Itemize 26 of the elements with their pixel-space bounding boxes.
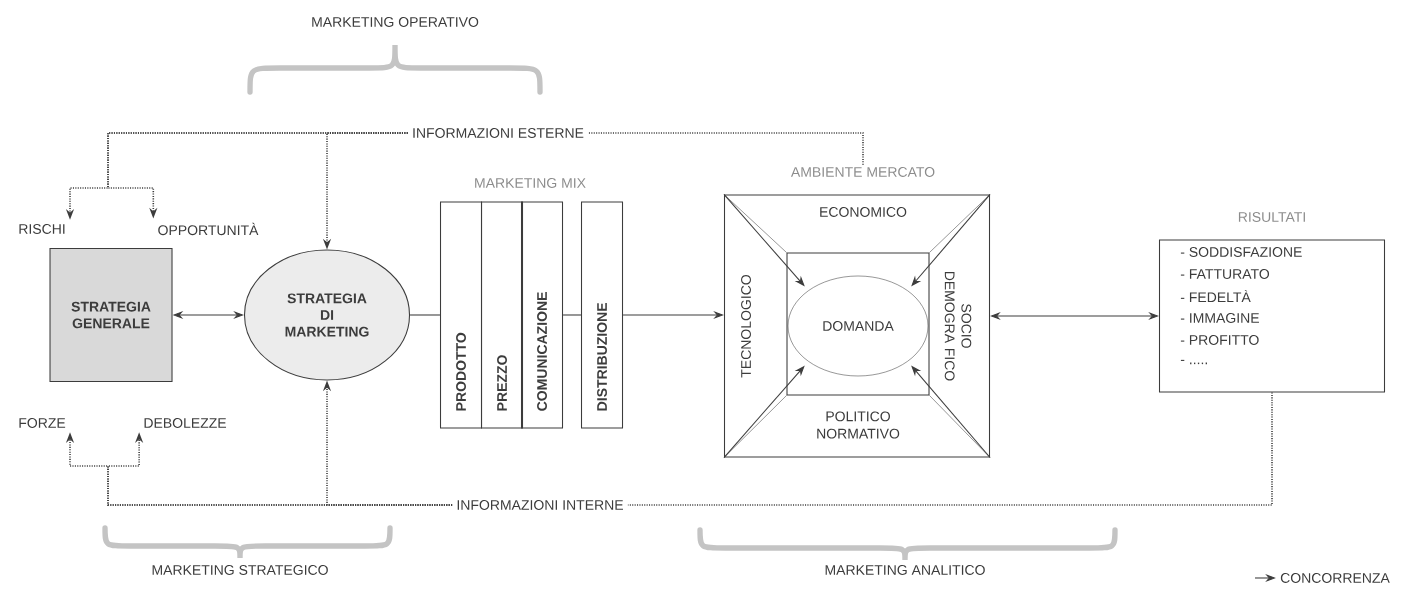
section-label: MARKETING OPERATIVO [312, 17, 479, 27]
node-text: FORZE [14, 414, 70, 432]
node-label: AMBIENTE MERCATO [790, 167, 935, 177]
node-text: CONCORRENZA [1276, 569, 1394, 587]
section-label: ECONOMICO [820, 207, 907, 217]
node-text: OPPORTUNITÀ [153, 218, 263, 240]
node-text: RISCHI [14, 220, 70, 238]
strategy-box: STRATEGIA GENERALE [49, 247, 173, 383]
inner-square [786, 252, 930, 396]
section-label: TECNOLOGICO [741, 274, 751, 378]
section-label: MARKETING STRATEGICO [152, 565, 328, 575]
mix-column: PREZZO [480, 201, 524, 429]
mix-column: PRODOTTO [439, 201, 483, 429]
results-box: RISULTATI - SODDISFAZIONE - FATTURATO - FEDELTÀ - IMMAGINE - PROFITTO - ..... [1158, 212, 1386, 393]
section-label: POLITICO NORMATIVO [817, 411, 900, 439]
node-text: DEBOLEZZE [139, 414, 231, 432]
node-label: RISULTATI [1238, 212, 1305, 222]
node-text: INFORMAZIONI INTERNE [452, 496, 628, 514]
connector-line [627, 391, 1273, 506]
mix-column: DISTRIBUZIONE [580, 201, 624, 429]
connector-line [587, 132, 864, 166]
section-label: MARKETING MIX [475, 178, 586, 188]
node-text: INFORMAZIONI ESTERNE [408, 124, 588, 142]
section-label: MARKETING ANALITICO [825, 565, 985, 575]
section-label: SOCIO DEMOGRA FICO [944, 271, 972, 381]
mix-column: COMUNICAZIONE [520, 201, 564, 429]
